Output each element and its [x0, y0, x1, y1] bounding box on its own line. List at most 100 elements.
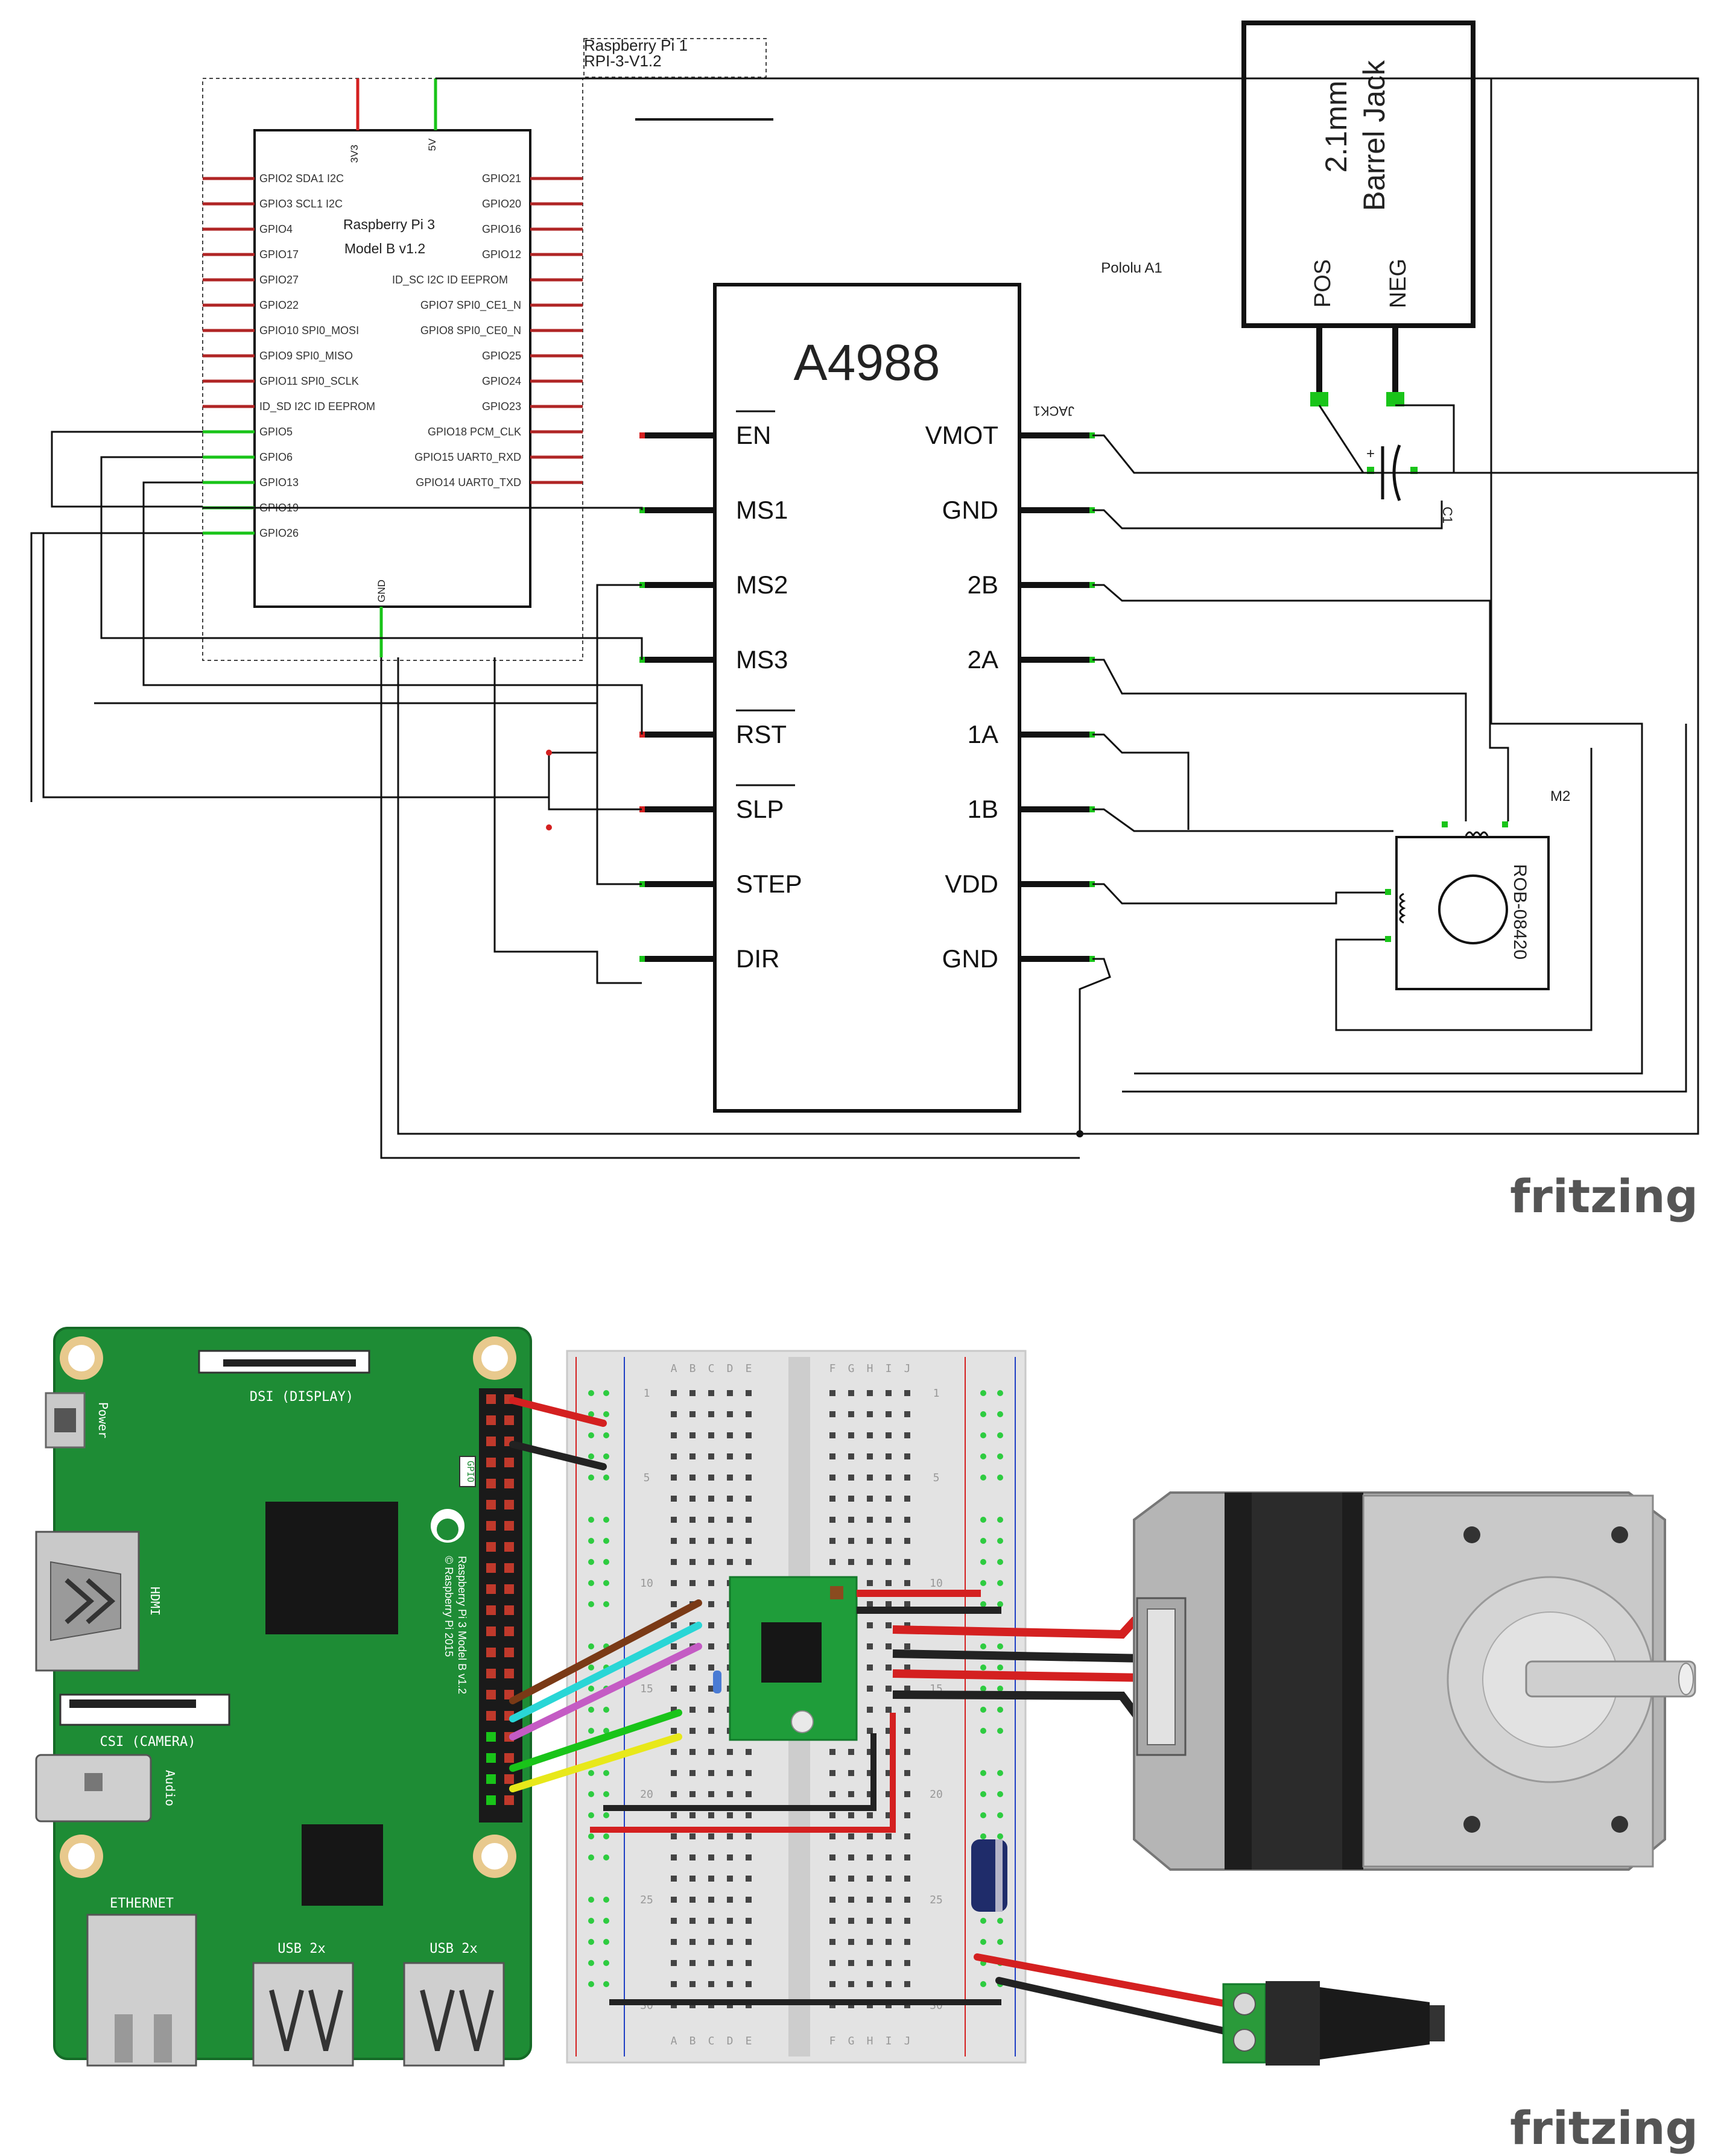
rail-hole	[588, 1517, 594, 1523]
rail-hole	[603, 1390, 609, 1396]
breadboard-hole	[848, 1918, 854, 1924]
breadboard-hole	[829, 1939, 835, 1945]
schematic-wires	[30, 77, 1699, 1159]
breadboard-hole	[671, 1791, 677, 1797]
breadboard-hole	[727, 1390, 733, 1396]
col-c-bottom: C	[708, 2035, 715, 2047]
rail-hole	[997, 1411, 1003, 1417]
col-i: I	[886, 1362, 892, 1375]
jack-pos-connector	[1310, 392, 1328, 406]
rpi-title-2: Model B v1.2	[344, 241, 425, 256]
rail-hole	[603, 1559, 609, 1565]
pin-gpio2: GPIO2 SDA1 I2C	[259, 172, 344, 185]
pin-2b: 2B	[968, 571, 998, 599]
breadboard-hole	[727, 1918, 733, 1924]
breadboard-hole	[671, 1580, 677, 1586]
pin-gpio8: GPIO8 SPI0_CE0_N	[420, 324, 521, 337]
ethernet-port	[86, 1914, 197, 2067]
gpio-pin	[504, 1795, 514, 1805]
rail-hole	[603, 1918, 609, 1924]
breadboard-hole	[689, 1475, 696, 1481]
pin-vmot: VMOT	[925, 421, 998, 449]
a4988-left-pins: EN MS1 MS2 MS3 RST SLP STEP DIR	[639, 410, 802, 973]
breadboard-hole	[904, 1453, 910, 1459]
rail-hole	[997, 1833, 1003, 1839]
breadboard-hole	[708, 1538, 714, 1544]
motor-ref: M2	[1550, 788, 1570, 805]
rail-hole	[997, 1686, 1003, 1692]
breadboard-hole	[671, 1897, 677, 1903]
rail-hole	[980, 1707, 986, 1713]
gpio-pin	[486, 1690, 496, 1699]
rail-hole	[588, 1643, 594, 1649]
breadboard-hole	[867, 1538, 873, 1544]
breadboard-hole	[689, 1453, 696, 1459]
breadboard-hole	[727, 1538, 733, 1544]
breadboard-hole	[848, 1432, 854, 1438]
breadboard-hole	[671, 1622, 677, 1628]
rail-hole	[980, 1833, 986, 1839]
breadboard-hole	[708, 1559, 714, 1565]
rail-hole	[980, 1812, 986, 1818]
col-c: C	[708, 1362, 715, 1375]
breadboard-hole	[708, 1707, 714, 1713]
gpio-pin	[504, 1774, 514, 1784]
rail-hole	[588, 1453, 594, 1459]
breadboard-hole	[727, 1812, 733, 1818]
breadboard-hole	[746, 1918, 752, 1924]
rpi-copyright-text: © Raspberry Pi 2015	[443, 1556, 455, 1657]
gpio-pin	[486, 1584, 496, 1594]
breadboard-hole	[746, 1854, 752, 1860]
breadboard-hole	[671, 1707, 677, 1713]
rpi-board: DSI (DISPLAY) Power HDMI CSI (CAMERA) Au…	[35, 1327, 532, 2067]
breadboard-hole	[746, 1939, 752, 1945]
breadboard-hole	[746, 1453, 752, 1459]
gpio-pin	[504, 1415, 514, 1425]
breadboard-hole	[886, 1453, 892, 1459]
breadboard-hole	[829, 1475, 835, 1481]
csi-label: CSI (CAMERA)	[100, 1734, 196, 1750]
col-d-bottom: D	[727, 2035, 734, 2047]
breadboard-hole	[671, 1833, 677, 1839]
gpio-pin	[486, 1795, 496, 1805]
breadboard-hole	[689, 1981, 696, 1987]
breadboard-hole	[746, 1496, 752, 1502]
rail-hole	[588, 1812, 594, 1818]
pin-step: STEP	[736, 870, 802, 898]
breadboard-hole	[708, 1812, 714, 1818]
gpio-pin	[486, 1648, 496, 1657]
breadboard-hole	[867, 1918, 873, 1924]
breadboard-hole	[829, 1453, 835, 1459]
breadboard-hole	[886, 1939, 892, 1945]
pin-gpio13: GPIO13	[259, 476, 299, 488]
row-num-25: 25	[640, 1894, 653, 1906]
gpio-pin	[486, 1563, 496, 1573]
breadboard-hole	[829, 1390, 835, 1396]
breadboard-hole	[867, 1749, 873, 1755]
minus-screw-icon	[1233, 2029, 1256, 2052]
breadboard-hole	[904, 1538, 910, 1544]
rail-hole	[980, 1517, 986, 1523]
breadboard-hole	[746, 1432, 752, 1438]
breadboard-hole	[848, 1411, 854, 1417]
breadboard-hole	[689, 1707, 696, 1713]
breadboard-hole	[904, 1791, 910, 1797]
row-num-5-r: 5	[933, 1472, 940, 1484]
gpio-pin	[504, 1626, 514, 1636]
breadboard-hole	[829, 1876, 835, 1882]
breadboard-hole	[848, 1517, 854, 1523]
breadboard-hole	[746, 1517, 752, 1523]
breadboard-hole	[829, 1559, 835, 1565]
breadboard-hole	[689, 1960, 696, 1966]
breadboard-hole	[886, 1728, 892, 1734]
row-num-25-r: 25	[930, 1894, 943, 1906]
gpio-pin	[486, 1500, 496, 1510]
rail-hole	[980, 1728, 986, 1734]
breadboard-hole	[746, 1411, 752, 1417]
pin-gpio7: GPIO7 SPI0_CE1_N	[420, 299, 521, 312]
potentiometer-icon	[791, 1710, 814, 1733]
breadboard-hole	[886, 1686, 892, 1692]
fritzing-logo-breadboard: fritzing	[1510, 2101, 1698, 2155]
breadboard-hole	[671, 1770, 677, 1776]
breadboard-hole	[867, 1475, 873, 1481]
